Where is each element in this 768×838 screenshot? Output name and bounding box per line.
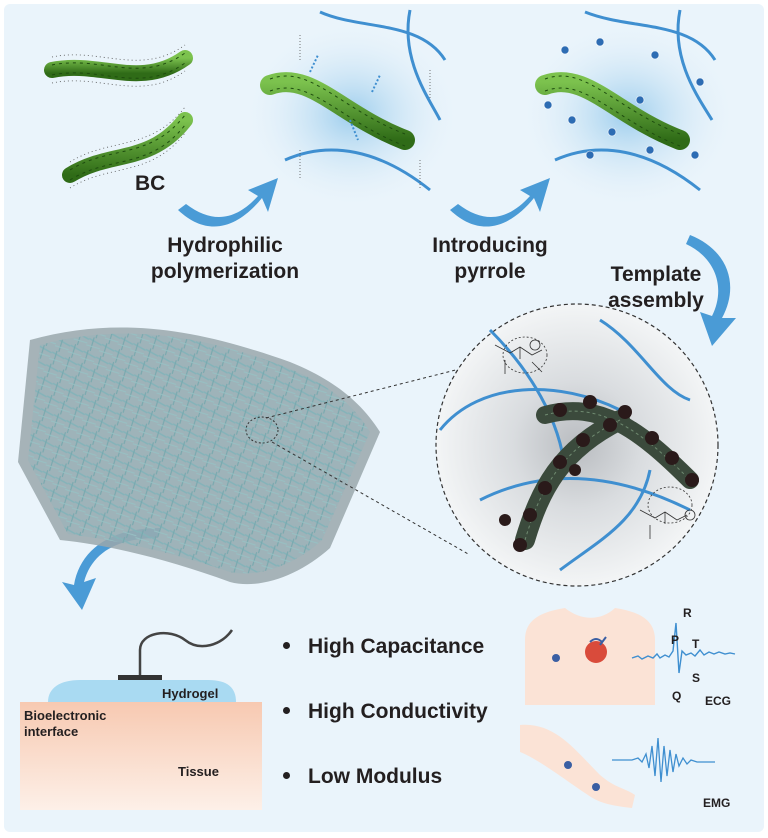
zoom-detail [435,303,719,587]
bc-fibers [44,44,193,189]
hydrophilic-label: Hydrophilic polymerization [130,233,320,285]
property-conductivity: High Conductivity [283,700,488,724]
property-modulus-text: Low Modulus [308,765,443,788]
tissue-layer [20,702,262,810]
hydrogel-label: Hydrogel [162,686,219,701]
bullet-dot [283,706,290,714]
property-modulus: Low Modulus [283,765,442,789]
arrow-template [686,235,736,346]
arm-figure [520,724,635,808]
hydrophilic-stage [242,9,462,210]
ecg-peak-p: P [671,633,680,647]
bullet-dot [283,771,290,779]
arrow-pyrrole [450,178,550,227]
arrow-hydrophilic [178,178,278,227]
property-capacitance: High Capacitance [283,635,484,659]
pyrrole-label-line1: Introducing [432,234,548,257]
template-label-line2: assembly [608,289,704,312]
emg-trace [612,737,715,783]
ecg-peak-t: T [692,637,700,651]
property-conductivity-text: High Conductivity [308,700,488,723]
bioelectronic-label: Bioelectronic interface [24,708,106,740]
hydrophilic-label-line1: Hydrophilic [167,234,283,257]
hydrophilic-label-line2: polymerization [150,260,300,283]
ecg-trace [631,622,736,674]
hydrogel-sheet [18,327,516,585]
bioelectronic-label-line1: Bioelectronic [24,708,107,723]
template-label: Template assembly [596,262,716,314]
template-label-line1: Template [610,263,702,286]
ecg-peak-q: Q [672,689,682,703]
tissue-label: Tissue [178,764,219,779]
emg-label: EMG [703,796,731,810]
ecg-peak-r: R [683,606,692,620]
arrow-interface [62,528,160,610]
hydrogel-layer [48,680,236,702]
bc-label: BC [135,172,166,195]
property-capacitance-text: High Capacitance [308,635,485,658]
pyrrole-stage [518,9,738,210]
interface-diagram [20,629,262,810]
ecg-label: ECG [705,694,732,708]
ecg-peak-s: S [692,671,701,685]
bioelectronic-label-line2: interface [24,724,79,739]
bullet-dot [283,641,290,649]
pyrrole-label-line2: pyrrole [454,260,526,283]
pyrrole-label: Introducing pyrrole [410,233,570,285]
torso-figure [525,608,655,705]
